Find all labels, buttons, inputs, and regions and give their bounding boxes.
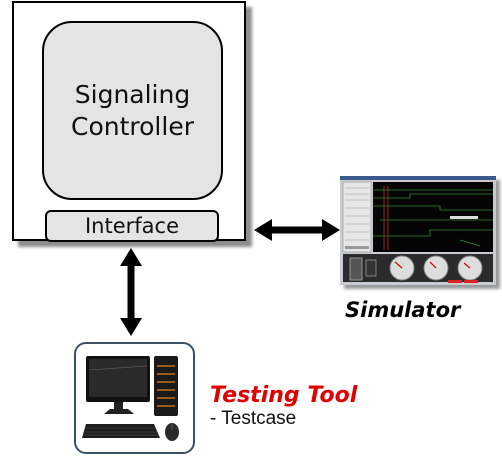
controller-label-line1: Signaling <box>74 79 191 109</box>
controller-label-line2: Controller <box>71 111 194 141</box>
simulator-thumbnail-graphic <box>340 176 496 283</box>
vertical-double-arrow <box>120 248 142 336</box>
interface-label: Interface <box>84 214 180 238</box>
simulator-screenshot <box>340 176 496 285</box>
testcase-label: - Testcase <box>210 408 297 429</box>
interface-box: Interface <box>45 210 219 242</box>
testing-tool-frame <box>74 342 195 454</box>
simulator-label: Simulator <box>345 298 461 322</box>
signaling-controller-box: Signaling Controller <box>42 21 223 200</box>
computer-icon <box>82 356 179 441</box>
horizontal-double-arrow <box>254 219 340 241</box>
testing-tool-label: Testing Tool <box>210 383 358 408</box>
